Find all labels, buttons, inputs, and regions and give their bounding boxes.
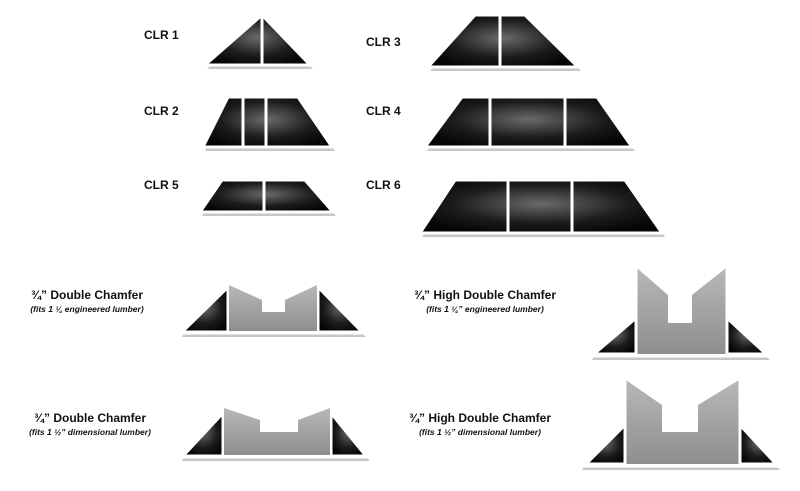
chamfer-subtitle: (fits 1 ¼ engineered lumber): [30, 304, 144, 314]
chamfer-caption: ¾” High Double Chamfer (fits 1 ¼” engine…: [410, 288, 560, 314]
clr6-label: CLR 6: [366, 178, 401, 192]
clr2-profile: [200, 95, 335, 151]
clr1-profile: [201, 12, 314, 69]
chamfer-title: ¾” High Double Chamfer: [408, 411, 551, 425]
clr3-label: CLR 3: [366, 35, 401, 49]
clr1-label: CLR 1: [144, 28, 179, 42]
clr6-profile: [417, 178, 665, 237]
double-chamfer-dimensional-profile: [179, 408, 370, 461]
clr2-label: CLR 2: [144, 104, 179, 118]
double-chamfer-engineered-profile: [178, 283, 366, 337]
clr5-profile: [197, 178, 337, 216]
clr5-label: CLR 5: [144, 178, 179, 192]
chamfer-subtitle: (fits 1 ¼” engineered lumber): [426, 304, 544, 314]
chamfer-title: ¾” Double Chamfer: [30, 288, 144, 302]
chamfer-title: ¾” Double Chamfer: [33, 411, 147, 425]
high-double-chamfer-engineered-profile: [589, 268, 770, 360]
chamfer-title: ¾” High Double Chamfer: [413, 288, 556, 302]
chamfer-caption: ¾” Double Chamfer (fits 1 ¼ engineered l…: [22, 288, 152, 314]
chamfer-caption: ¾” High Double Chamfer (fits 1 ½” dimens…: [405, 411, 555, 437]
chamfer-subtitle: (fits 1 ½” dimensional lumber): [29, 427, 151, 437]
high-double-chamfer-dimensional-profile: [582, 380, 780, 470]
clr4-label: CLR 4: [366, 104, 401, 118]
clr3-profile: [424, 13, 582, 71]
chamfer-caption: ¾” Double Chamfer (fits 1 ½” dimensional…: [20, 411, 160, 437]
chamfer-subtitle: (fits 1 ½” dimensional lumber): [419, 427, 541, 437]
clr4-profile: [422, 95, 635, 151]
